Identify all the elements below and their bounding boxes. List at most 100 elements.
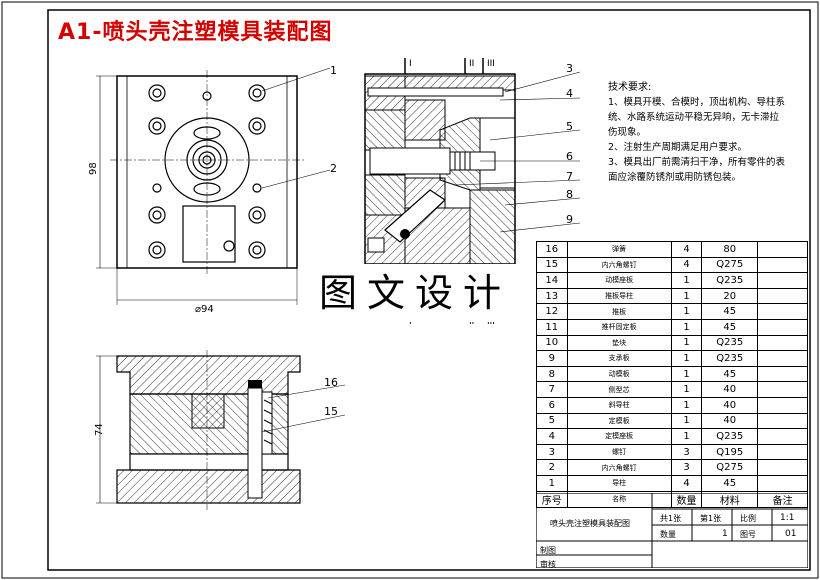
- bom-cell-material: 材料: [701, 490, 759, 508]
- section-view: I II III I II III 3 4 5 6 7 8 9: [364, 58, 581, 327]
- bom-cell-name: 名称: [566, 490, 672, 508]
- bom-cell-name: 内六角螺钉: [566, 256, 672, 274]
- bom-cell-remark: [757, 412, 808, 430]
- bom-cell-qty: 4: [670, 474, 703, 492]
- bom-cell-no: 1: [536, 474, 568, 492]
- bom-cell-no: 4: [536, 428, 568, 445]
- bom-cell-qty: 1: [670, 303, 703, 320]
- bom-cell-material: 40: [701, 381, 759, 398]
- bom-cell-remark: [757, 350, 808, 367]
- bom-cell-no: 8: [536, 365, 568, 383]
- bom-cell-material: 45: [701, 365, 759, 383]
- watermark-text: 图文设计: [302, 264, 528, 322]
- bom-cell-remark: [757, 318, 808, 336]
- title-block-sheet-label: 第1张: [700, 514, 722, 523]
- bom-cell-no: 9: [536, 350, 568, 367]
- section-mark-ii: II: [469, 59, 474, 69]
- bom-cell-material: Q195: [701, 443, 759, 461]
- bom-cell-qty: 4: [670, 241, 703, 258]
- section-mark-iii-bottom: III: [487, 317, 495, 327]
- bom-cell-name: 垫块: [566, 334, 672, 352]
- title-block-count-value: 1: [722, 529, 728, 539]
- bom-cell-remark: [757, 474, 808, 492]
- bom-cell-remark: [757, 459, 808, 476]
- bom-header-row: 序号名称数量材料备注: [536, 490, 808, 508]
- callout-8: 8: [566, 188, 573, 201]
- title-block-scale-label: 比例: [740, 514, 756, 523]
- bom-cell-qty: 1: [670, 287, 703, 305]
- callout-4: 4: [566, 87, 573, 100]
- bom-cell-material: Q235: [701, 272, 759, 289]
- bom-cell-qty: 1: [670, 381, 703, 398]
- bom-cell-qty: 3: [670, 459, 703, 476]
- bom-cell-no: 13: [536, 287, 568, 305]
- top-view: 98 ⌀94 1 2: [88, 64, 337, 315]
- bom-cell-no: 16: [536, 241, 568, 258]
- bom-cell-remark: [757, 443, 808, 461]
- front-section-view: 74 16 15: [94, 350, 346, 510]
- bom-cell-remark: [757, 396, 808, 414]
- bom-cell-material: 40: [701, 412, 759, 430]
- dim-height-top: 98: [88, 162, 99, 175]
- callout-9: 9: [566, 213, 573, 226]
- dim-width-top: ⌀94: [195, 304, 214, 315]
- bom-cell-qty: 1: [670, 428, 703, 445]
- bom-cell-name: 推杆固定板: [566, 318, 672, 336]
- bom-cell-name: 推板导柱: [566, 287, 672, 305]
- tech-item-1: 1、模具开模、合模时，顶出机构、导柱系统、水路系统运动平稳无异响，无卡滞拉伤现象…: [608, 97, 786, 138]
- bom-cell-remark: [757, 334, 808, 352]
- bom-cell-material: 40: [701, 396, 759, 414]
- bom-cell-remark: [757, 272, 808, 289]
- bom-cell-qty: 1: [670, 334, 703, 352]
- bom-cell-name: 动模座板: [566, 272, 672, 289]
- bom-cell-remark: 备注: [757, 490, 808, 508]
- bom-cell-name: 螺钉: [566, 443, 672, 461]
- title-block-sheet-no-value: 01: [785, 529, 797, 539]
- bom-cell-material: Q235: [701, 428, 759, 445]
- dim-height-bottom: 74: [94, 423, 105, 436]
- bom-cell-name: 斜导柱: [566, 396, 672, 414]
- inner-border: [47, 9, 811, 571]
- bom-cell-remark: [757, 287, 808, 305]
- callout-2: 2: [330, 162, 337, 175]
- bom-cell-name: 弹簧: [566, 241, 672, 258]
- bom-cell-name: 动模板: [566, 365, 672, 383]
- bom-cell-no: 14: [536, 272, 568, 289]
- bom-cell-remark: [757, 241, 808, 258]
- bom-cell-remark: [757, 428, 808, 445]
- tech-item-2: 2、注射生产周期满足用户要求。: [608, 142, 748, 153]
- bom-cell-name: 侧型芯: [566, 381, 672, 398]
- callout-5: 5: [566, 120, 573, 133]
- section-mark-iii: III: [487, 59, 495, 69]
- bom-cell-qty: 1: [670, 272, 703, 289]
- bom-cell-qty: 1: [670, 318, 703, 336]
- title-block-drawing-name: 喷头壳注塑模具装配图: [550, 519, 630, 528]
- bom-cell-material: 45: [701, 474, 759, 492]
- callout-15: 15: [324, 405, 338, 418]
- bom-cell-qty: 3: [670, 443, 703, 461]
- callout-3: 3: [566, 62, 573, 75]
- callout-7: 7: [566, 170, 573, 183]
- section-mark-ii-bottom: II: [469, 317, 474, 327]
- bom-cell-remark: [757, 303, 808, 320]
- bom-cell-remark: [757, 365, 808, 383]
- bom-cell-material: Q235: [701, 334, 759, 352]
- title-block: [536, 493, 808, 568]
